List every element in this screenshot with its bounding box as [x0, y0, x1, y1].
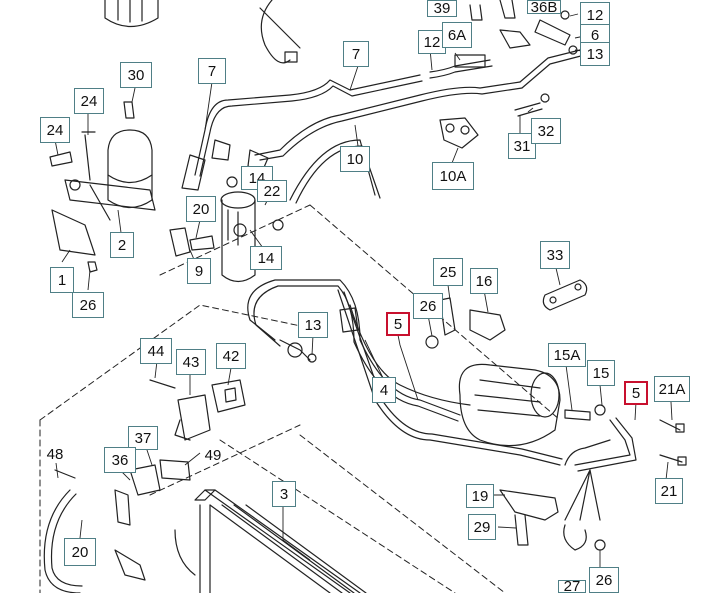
label-48: 48 [46, 445, 64, 463]
label-20-lower: 20 [64, 538, 96, 566]
label-43: 43 [176, 349, 206, 375]
part-cable-tie [259, 0, 301, 64]
part-sensor-42 [211, 379, 246, 413]
label-9: 9 [187, 258, 211, 284]
part-switch-cluster [114, 459, 191, 581]
label-42: 42 [216, 343, 246, 369]
part-receiver-drier [181, 139, 284, 283]
part-bracket-2 [49, 129, 156, 221]
label-7-left: 7 [198, 58, 226, 84]
part-cylinder-top [104, 0, 159, 28]
part-compressor [458, 363, 606, 447]
label-20-upper: 20 [186, 196, 216, 222]
part-bracket-25-16 [425, 297, 506, 349]
label-21: 21 [655, 478, 683, 504]
label-16: 16 [470, 268, 498, 294]
label-26-bottom: 26 [589, 567, 619, 593]
part-bracket-19 [499, 469, 606, 551]
part-bracket-30 [123, 101, 135, 119]
label-25: 25 [433, 258, 463, 286]
part-bracket-1 [51, 209, 98, 273]
label-5-mid: 5 [386, 312, 410, 336]
label-1: 1 [50, 267, 74, 293]
label-26-left: 26 [72, 292, 104, 318]
label-30: 30 [120, 62, 152, 88]
label-32: 32 [531, 118, 561, 144]
label-31: 31 [508, 133, 536, 159]
label-36: 36 [104, 447, 136, 473]
label-6: 6 [580, 24, 610, 46]
label-24-lower: 24 [40, 117, 70, 143]
label-5-right: 5 [624, 381, 648, 405]
label-21a: 21A [654, 376, 690, 402]
label-14-lower: 14 [250, 246, 282, 270]
label-15a: 15A [548, 343, 586, 367]
label-22: 22 [257, 180, 287, 202]
part-fittings-top [454, 0, 578, 68]
part-sensor-43 [149, 379, 211, 441]
part-link-33 [542, 279, 588, 311]
label-10: 10 [340, 146, 370, 172]
part-condenser [174, 489, 367, 593]
label-29: 29 [468, 514, 496, 540]
label-44: 44 [140, 338, 172, 364]
label-6a: 6A [442, 22, 472, 48]
label-26-mid: 26 [413, 293, 443, 319]
label-3: 3 [272, 481, 296, 507]
part-bolts-21 [659, 419, 687, 466]
label-27: 27 [558, 579, 586, 594]
part-fitting-9 [169, 227, 215, 257]
label-10a: 10A [432, 162, 474, 190]
part-bolt-31 [514, 93, 550, 117]
label-7-right: 7 [343, 41, 369, 67]
part-clamp-10a [439, 117, 479, 149]
label-37: 37 [128, 426, 158, 450]
label-13-mid: 13 [298, 312, 328, 338]
label-15: 15 [587, 360, 615, 386]
label-33: 33 [540, 241, 570, 269]
label-19: 19 [466, 484, 494, 508]
label-39: 39 [427, 0, 457, 17]
label-4: 4 [372, 377, 396, 403]
label-36b: 36B [527, 0, 561, 15]
label-13-top: 13 [580, 42, 610, 66]
label-49: 49 [204, 446, 222, 464]
label-24-upper: 24 [74, 88, 104, 114]
hose-7 [194, 59, 493, 177]
part-pipe-48 [43, 469, 83, 593]
label-2: 2 [110, 232, 134, 258]
